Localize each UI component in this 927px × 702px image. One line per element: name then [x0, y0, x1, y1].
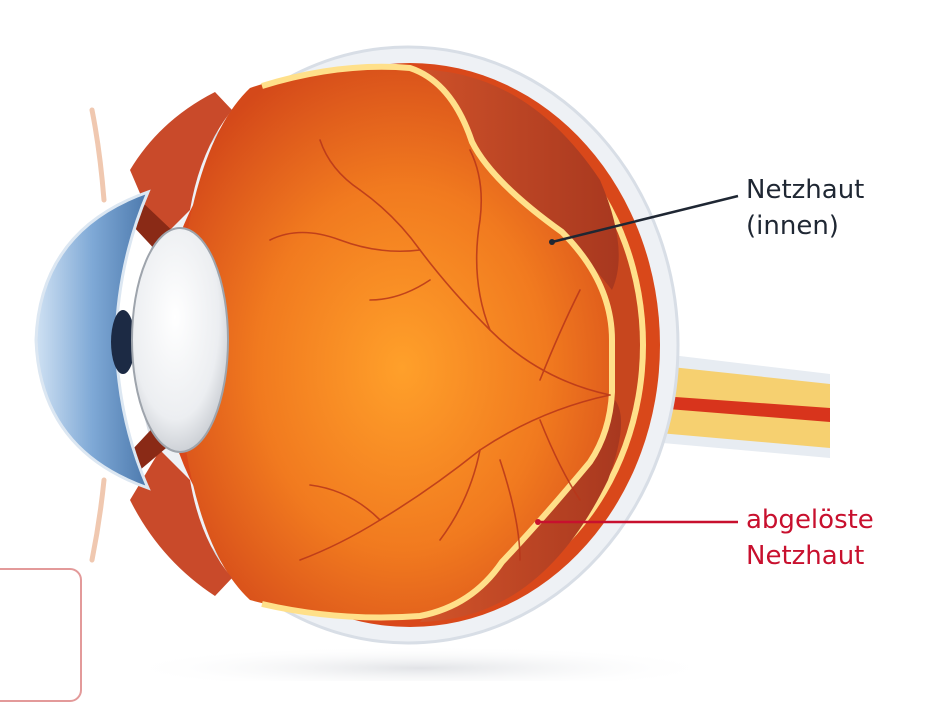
label-detached-retina-line1: abgelöste	[746, 502, 874, 538]
label-detached-retina-line2: Netzhaut	[746, 538, 874, 574]
lens	[132, 228, 228, 452]
label-inner-retina-line2: (innen)	[746, 208, 864, 244]
label-inner-retina: Netzhaut (innen)	[746, 172, 864, 244]
eye-cross-section-diagram	[0, 0, 927, 681]
eyelid-lower	[92, 480, 104, 560]
note-box	[0, 568, 82, 702]
leader-dot-inner-retina	[549, 239, 555, 245]
leader-dot-detached-retina	[535, 519, 541, 525]
ground-shadow	[120, 646, 720, 681]
eyelid-upper	[92, 110, 104, 200]
label-inner-retina-line1: Netzhaut	[746, 172, 864, 208]
label-detached-retina: abgelöste Netzhaut	[746, 502, 874, 574]
